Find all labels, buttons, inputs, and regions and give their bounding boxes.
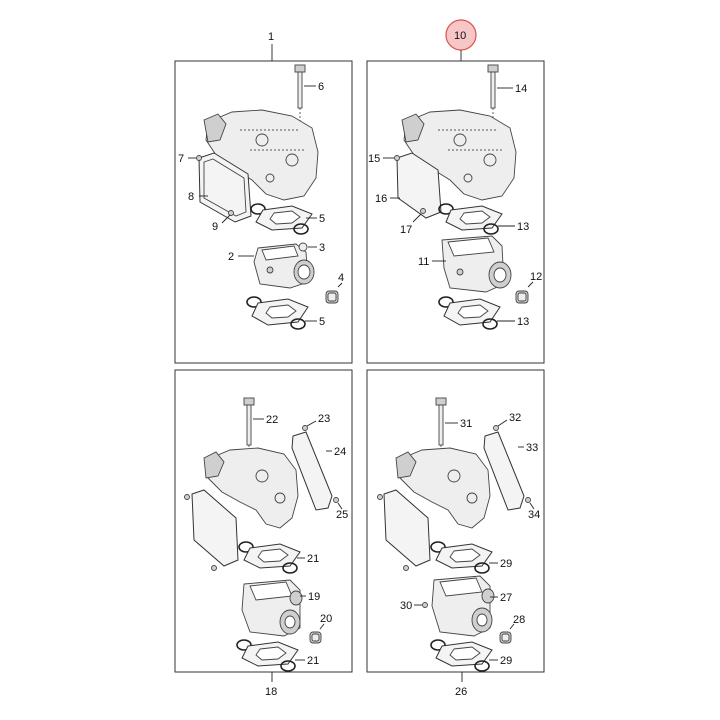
gasket-part [430,639,493,672]
gasket-part [430,541,493,574]
gasket-part [238,541,301,574]
gasket-part [438,296,501,330]
callout-8: 8 [188,191,194,203]
assembly-number-10: 10 [454,30,466,42]
callout-14: 14 [515,83,527,95]
callout-25: 25 [336,509,348,521]
callout-11: 11 [418,256,429,268]
gasket-part [246,296,309,330]
gasket-part [236,639,299,672]
callout-5-lower: 5 [319,316,325,328]
callout-15: 15 [368,153,380,165]
callout-30: 30 [400,600,412,612]
callout-12: 12 [530,271,542,283]
callout-3: 3 [319,242,325,254]
gasket-plate-part [383,489,431,567]
elbow-part [241,579,303,637]
gasket-plate-part [291,431,333,511]
gasket-plate-part [198,152,252,223]
assembly-18-panel: 18 22 23 24 25 [174,369,353,698]
callout-22: 22 [266,414,278,426]
callout-34: 34 [528,509,540,521]
assembly-number-26: 26 [455,686,467,698]
elbow-part [441,235,512,293]
callout-13-lower: 13 [517,316,529,328]
assembly-1-panel: 1 6 7 8 9 [174,31,353,364]
callout-33: 33 [526,442,538,454]
callout-5: 5 [319,213,325,225]
callout-31: 31 [460,418,472,430]
callout-21-lower: 21 [307,655,319,667]
callout-29-lower: 29 [500,655,512,667]
manifold-part [203,109,319,201]
assembly-18-box [174,369,353,673]
screw-part [196,155,202,161]
callout-9: 9 [212,221,218,233]
manifold-part [203,447,299,529]
callout-32: 32 [509,412,521,424]
assembly-26-box [366,369,545,673]
callout-16: 16 [375,193,387,205]
callout-6: 6 [318,81,324,93]
elbow-part [431,575,495,637]
assembly-26-panel: 26 31 32 33 34 [366,369,545,698]
assembly-number-1: 1 [268,31,274,43]
callout-4: 4 [338,272,344,284]
callout-27: 27 [500,592,512,604]
callout-7: 7 [178,153,184,165]
cap-part [325,290,339,304]
gasket-plate-part [191,489,239,567]
assembly-number-18: 18 [265,686,277,698]
assembly-10-panel: 10 14 15 16 17 [366,19,545,364]
callout-13: 13 [517,221,529,233]
manifold-part [395,447,491,529]
cap-part [499,631,512,644]
assembly-10-box [366,60,545,364]
gasket-part [250,203,313,235]
manifold-part [401,109,517,201]
elbow-part [253,243,315,289]
callout-20: 20 [320,613,332,625]
callout-19: 19 [308,591,320,603]
callout-24: 24 [334,446,346,458]
assembly-1-box [174,60,353,364]
callout-28: 28 [513,614,525,626]
plug-part [298,242,308,252]
callout-2: 2 [228,251,234,263]
callout-17: 17 [400,224,412,236]
callout-21: 21 [307,553,319,565]
callout-29: 29 [500,558,512,570]
gasket-plate-part [483,431,525,511]
gasket-part [438,203,503,235]
cap-part [309,631,322,644]
callout-23: 23 [318,413,330,425]
cap-part [515,290,529,304]
